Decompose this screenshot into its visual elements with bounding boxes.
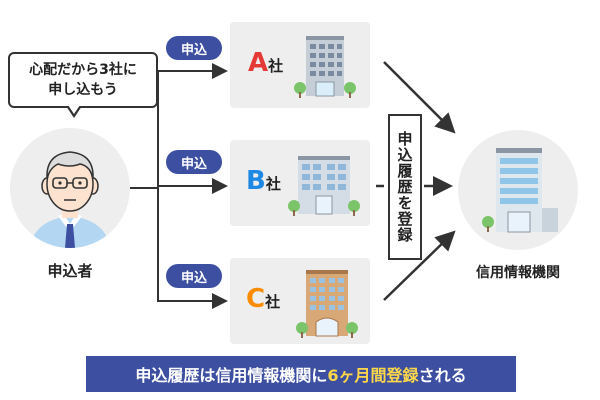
speech-bubble: 心配だから3社に 申し込もう — [8, 52, 158, 108]
building-a-icon — [294, 36, 356, 98]
company-b-name: B社 — [246, 166, 281, 196]
building-b-icon — [288, 156, 360, 216]
arrow-a-to-agency — [383, 61, 456, 134]
registration-text: 申込履歴を登録 — [395, 131, 414, 243]
arrow-c-to-agency — [383, 230, 456, 301]
banner-highlight: 6ヶ月間登録 — [327, 366, 419, 385]
company-c-letter: C — [246, 284, 265, 314]
company-b-letter: B — [246, 166, 266, 196]
apply-badge-c: 申込 — [166, 264, 222, 288]
apply-badge-a: 申込 — [166, 36, 222, 60]
banner-prefix: 申込履歴は信用情報機関に — [135, 366, 328, 385]
person-icon — [30, 151, 110, 248]
speech-line-2: 申し込もう — [48, 82, 118, 98]
speech-line-1: 心配だから3社に — [29, 62, 137, 78]
credit-agency-label: 信用情報機関 — [476, 265, 560, 281]
credit-agency-panel — [458, 130, 578, 250]
company-a-suffix: 社 — [268, 57, 283, 75]
apply-badge-b: 申込 — [166, 150, 222, 174]
company-a-name: A社 — [248, 48, 283, 78]
speech-bubble-tail-fill — [68, 105, 80, 114]
agency-building-icon — [482, 148, 558, 233]
company-a-letter: A — [248, 48, 268, 78]
registration-box: 申込履歴を登録 — [388, 114, 422, 260]
company-b-suffix: 社 — [265, 175, 281, 193]
building-c-icon — [296, 270, 358, 338]
applicant-avatar — [10, 128, 130, 248]
company-c-name: C社 — [246, 284, 280, 314]
applicant-label: 申込者 — [47, 262, 93, 280]
banner-suffix: される — [418, 366, 467, 385]
company-c-suffix: 社 — [265, 293, 280, 311]
